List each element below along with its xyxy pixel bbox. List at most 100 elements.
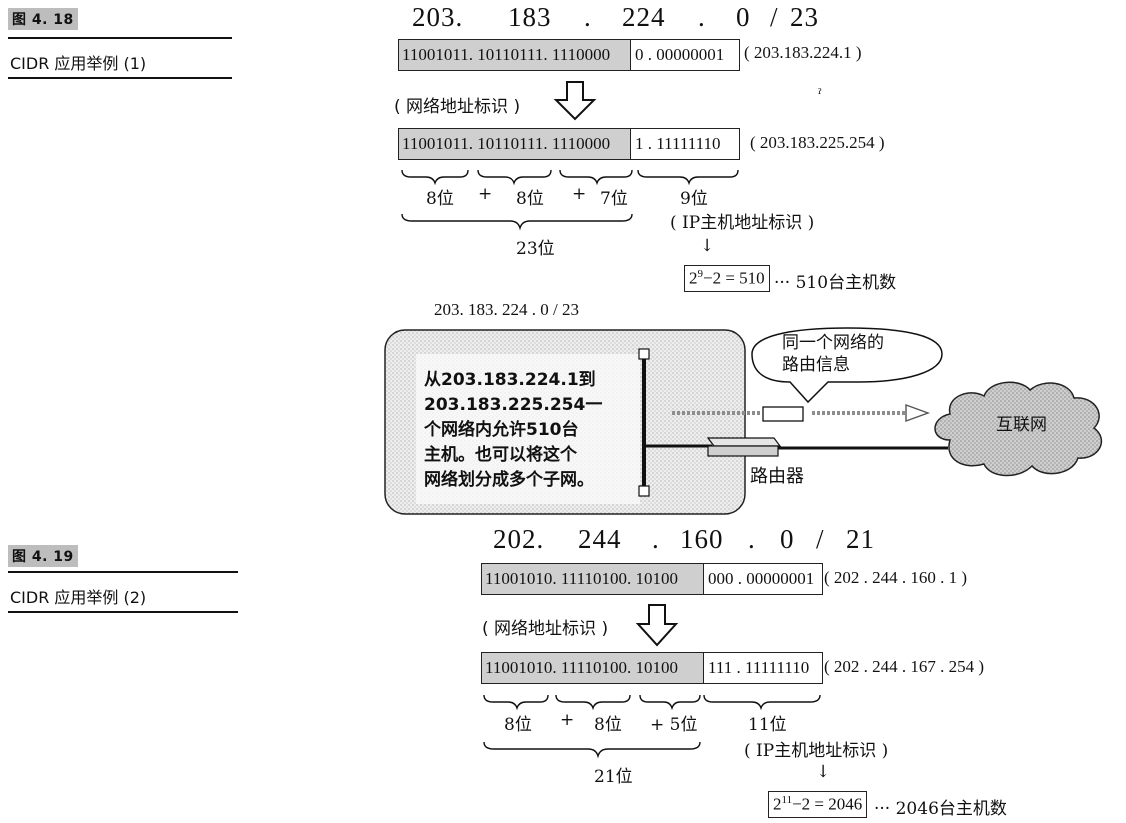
fig1-octet-3: 224 — [622, 2, 666, 32]
fig2-host-formula: 211−2 = 2046 — [768, 791, 868, 818]
fig2-dot-2: . — [748, 524, 756, 554]
fig1-formula-rest: −2 = 510 — [703, 268, 765, 288]
fig1-formula-base: 2 — [689, 268, 698, 288]
router-icon — [706, 437, 782, 457]
fig2-bits-octet-2: 8位 — [594, 715, 622, 735]
fig2-first-decimal: ( 202 . 244 . 160 . 1 ) — [824, 568, 968, 587]
fig2-first-network-bits: 11001010. 11110100. 10100 — [482, 564, 703, 594]
fig1-last-decimal: ( 203.183.225.254 ) — [750, 133, 885, 152]
fig1-last-network-bits: 11001011. 10110111. 1110000 — [399, 129, 630, 159]
fig2-host-bit-count: 11位 — [748, 715, 787, 735]
network-description-line-2: 203.183.225.254一 — [424, 395, 603, 415]
bubble-text-line-1: 同一个网络的 — [782, 333, 884, 353]
fig1-brace-host — [637, 169, 739, 186]
fig2-last-address-box: 11001010. 11110100. 10100 111 . 11111110 — [481, 652, 823, 684]
caption-rule-bottom-2 — [8, 611, 238, 613]
network-description: 从203.183.224.1到 203.183.225.254一 个网络内允许5… — [424, 368, 602, 493]
bubble-text-line-2: 路由信息 — [782, 355, 850, 375]
fig2-dot-1: . — [652, 524, 660, 554]
fig1-first-network-bits: 11001011. 10110111. 1110000 — [399, 40, 630, 70]
fig2-host-count-note: ··· 2046台主机数 — [874, 799, 1007, 819]
fig2-last-host-bits: 111 . 11111110 — [703, 653, 813, 683]
fig1-dot-1: . — [584, 2, 592, 32]
fig2-formula-exponent: 11 — [781, 794, 793, 806]
fig2-slash: / — [816, 524, 825, 554]
fig2-down-arrow: ↓ — [816, 762, 831, 782]
fig2-brace-octet-1 — [483, 694, 549, 711]
fig2-network-id-label: ( 网络地址标识 ) — [482, 619, 609, 639]
figure-4-19-tag: 图 4. 19 — [8, 545, 78, 567]
fig2-last-decimal: ( 202 . 244 . 167 . 254 ) — [824, 657, 985, 676]
fig2-first-address-box: 11001010. 11110100. 10100 000 . 00000001 — [481, 563, 823, 595]
fig1-host-id-label: ( IP主机地址标识 ) — [670, 213, 815, 233]
network-title: 203. 183. 224 . 0 / 23 — [434, 300, 579, 319]
router-label: 路由器 — [750, 466, 804, 487]
caption-rule-top-1 — [8, 37, 232, 39]
network-text-panel — [416, 354, 640, 504]
fig1-bits-plus-2: + — [572, 184, 587, 204]
fig1-bits-octet-3: 7位 — [600, 189, 628, 209]
segment-bottom-terminator — [638, 485, 650, 497]
fig2-prefix-length: 21 — [846, 524, 875, 554]
fig2-brace-octet-2 — [555, 694, 631, 711]
fig1-network-id-label: ( 网络地址标识 ) — [394, 97, 521, 117]
fig1-last-address-box: 11001011. 10110111. 1110000 1 . 11111110 — [398, 128, 740, 160]
caption-rule-top-2 — [8, 571, 238, 573]
bubble-text: 同一个网络的 路由信息 — [782, 332, 884, 376]
fig2-brace-host — [703, 694, 821, 711]
routing-info-arrowhead — [905, 404, 931, 422]
fig2-octet-4: 0 — [780, 524, 795, 554]
fig2-first-host-bits: 000 . 00000001 — [703, 564, 818, 594]
fig1-formula-exponent: 9 — [697, 268, 704, 280]
fig2-octet-3: 160 — [680, 524, 724, 554]
fig2-octet-2: 244 — [578, 524, 622, 554]
fig2-host-id-label: ( IP主机地址标识 ) — [744, 741, 889, 761]
fig1-host-formula: 29−2 = 510 — [684, 265, 770, 292]
fig1-first-decimal: ( 203.183.224.1 ) — [744, 43, 862, 62]
routing-info-bubble — [751, 327, 943, 404]
fig2-formula-rest: −2 = 2046 — [792, 794, 863, 814]
fig1-dot-2: . — [698, 2, 706, 32]
network-description-line-4: 主机。也可以将这个 — [424, 445, 577, 465]
fig1-octet-1: 203. — [412, 2, 464, 32]
fig1-prefix-length: 23 — [790, 2, 819, 32]
fig1-bits-plus-1: + — [478, 184, 493, 204]
fig2-bits-octet-3: + 5位 — [650, 715, 698, 735]
fig1-host-count-note: ··· 510台主机数 — [774, 273, 897, 293]
fig1-brace-octet-1 — [401, 169, 469, 186]
internet-label: 互联网 — [996, 415, 1047, 435]
fig1-first-host-bits: 0 . 00000001 — [630, 40, 728, 70]
fig1-brace-total — [401, 213, 633, 231]
routing-info-packet — [762, 406, 804, 422]
figure-4-18-tag: 图 4. 18 — [8, 8, 78, 30]
network-description-line-1: 从203.183.224.1到 — [424, 370, 596, 390]
figure-4-18-caption: CIDR 应用举例 (1) — [10, 54, 147, 73]
fig2-brace-octet-3 — [639, 694, 701, 711]
caption-rule-bottom-1 — [8, 77, 232, 79]
segment-top-terminator — [638, 348, 650, 360]
fig2-bits-plus-1: + — [560, 710, 575, 730]
fig1-first-address-box: 11001011. 10110111. 1110000 0 . 00000001 — [398, 39, 740, 71]
fig2-hollow-down-arrow — [635, 604, 679, 647]
internet-cloud — [934, 381, 1102, 477]
fig2-octet-1: 202. — [493, 524, 545, 554]
fig1-bits-octet-2: 8位 — [516, 189, 544, 209]
fig1-octet-4: 0 — [736, 2, 751, 32]
fig1-bits-octet-1: 8位 — [426, 189, 454, 209]
fig1-last-host-bits: 1 . 11111110 — [630, 129, 724, 159]
fig1-down-arrow: ↓ — [700, 236, 715, 256]
figure-4-19-caption: CIDR 应用举例 (2) — [10, 588, 147, 607]
fig1-slash: / — [770, 2, 779, 32]
fig1-hollow-down-arrow — [553, 81, 597, 121]
fig2-formula-base: 2 — [773, 794, 782, 814]
fig2-total-bits: 21位 — [594, 767, 633, 787]
fig2-last-network-bits: 11001010. 11110100. 10100 — [482, 653, 703, 683]
fig1-brace-octet-3 — [559, 169, 633, 186]
network-description-line-5: 网络划分成多个子网。 — [424, 470, 594, 490]
fig1-brace-octet-2 — [477, 169, 552, 186]
fig1-host-bit-count: 9位 — [680, 189, 708, 209]
fig1-octet-2: 183 — [508, 2, 552, 32]
fig1-total-bits: 23位 — [516, 239, 555, 259]
network-description-line-3: 个网络内允许510台 — [424, 420, 579, 440]
